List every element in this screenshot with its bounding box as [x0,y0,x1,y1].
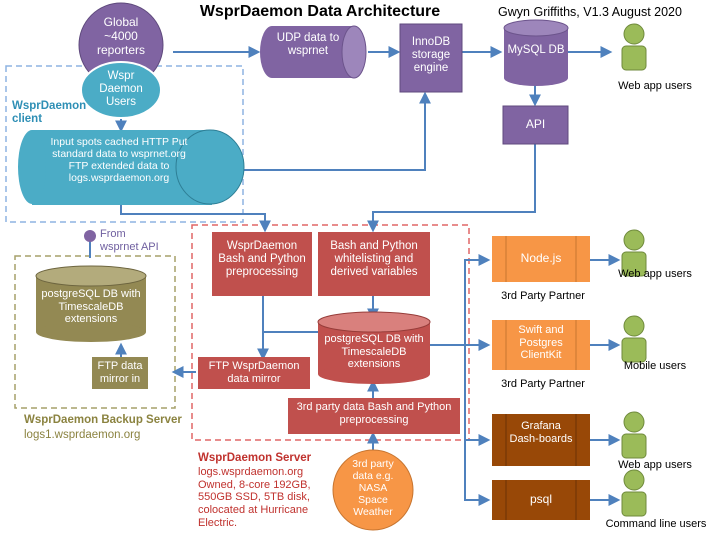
arrow-api-server [367,140,536,233]
reporters-label: Global ~4000 reporters [96,15,146,57]
user-icon-web2 [621,229,647,277]
bash-pre-label: WsprDaemon Bash and Python preprocessing [218,240,306,279]
bash-white-label: Bash and Python whitelisting and derived… [330,240,418,279]
third-source-circle [332,449,414,531]
pg-main-cylinder [317,311,431,384]
udp-cylinder [260,25,367,79]
bash-pre-box [212,232,312,296]
client-region [5,65,244,223]
user-icon-mobile [621,315,647,363]
partner-1-label: 3rd Party Partner [501,290,585,302]
nodejs-label: Node.js [520,251,562,265]
psql-label: psql [529,492,552,506]
nodejs-box [492,236,590,282]
ftp-mirror-box [198,357,310,389]
ftp-mirror-label: FTP WsprDaemon data mirror [208,360,300,385]
grafana-box [492,414,590,466]
ftp-in-box [92,357,148,389]
third-pre-box [288,398,460,434]
backup-server-host: logs1.wsprdaemon.org [24,429,141,441]
wspr-users-ellipse [80,61,162,119]
client-cylinder-label: Input spots cached HTTP Put standard dat… [50,136,188,185]
backup-server-name: WsprDaemon Backup Server [24,414,182,426]
pg-backup-label: postgreSQL DB with TimescaleDB extension… [41,288,141,326]
user-icon-cmd [621,469,647,517]
swift-label: Swift and Postgres ClientKit [518,324,564,362]
api-label: API [525,117,546,131]
web-users-1-label: Web app users [618,80,692,92]
from-wsprnet-label: From wsprnet API [100,228,159,253]
udp-label: UDP data to wsprnet [276,32,340,58]
web-users-3-label: Web app users [618,459,692,471]
arrow-psql [464,440,491,506]
cmd-users-label: Command line users [605,518,707,530]
credit-text: Gwyn Griffiths, V1.3 August 2020 [498,5,682,19]
server-desc: logs.wsprdaemon.org Owned, 8-core 192GB,… [198,466,311,529]
psql-box [492,480,590,520]
client-region-label: WsprDaemon client [12,100,87,126]
api-box [502,105,569,145]
backup-server-region [14,255,176,409]
grafana-label: Grafana Dash-boards [509,420,573,445]
innodb-label: InnoDB storage engine [411,36,451,75]
arrow-client-server [120,205,271,233]
wsprnet-api-dot [84,230,96,242]
arrow-client-innodb [242,91,431,171]
server-name: WsprDaemon Server [198,452,312,464]
arrow-nodejs [464,254,491,345]
web-users-2-label: Web app users [618,268,692,280]
connectors [89,46,621,506]
partner-2-label: 3rd Party Partner [501,378,585,390]
user-icon-web1 [621,23,647,71]
third-pre-label: 3rd party data Bash and Python preproces… [296,401,452,426]
ftp-in-label: FTP data mirror in [97,360,143,385]
user-icon-web3 [621,411,647,459]
server-region [191,224,470,441]
mobile-users-label: Mobile users [623,360,687,372]
diagram-title: WsprDaemon Data Architecture [199,3,441,20]
client-cylinder [18,129,245,205]
mysql-label: MySQL DB [507,44,565,56]
mysql-cylinder [503,19,569,86]
third-source-label: 3rd party data e.g. NASA Space Weather [352,458,394,519]
wspr-users-label: Wspr Daemon Users [99,70,143,109]
bash-white-box [318,232,430,296]
pg-main-label: postgreSQL DB with TimescaleDB extension… [324,333,424,371]
swift-box [492,320,590,370]
pg-backup-cylinder [35,265,147,342]
innodb-box [399,23,463,93]
